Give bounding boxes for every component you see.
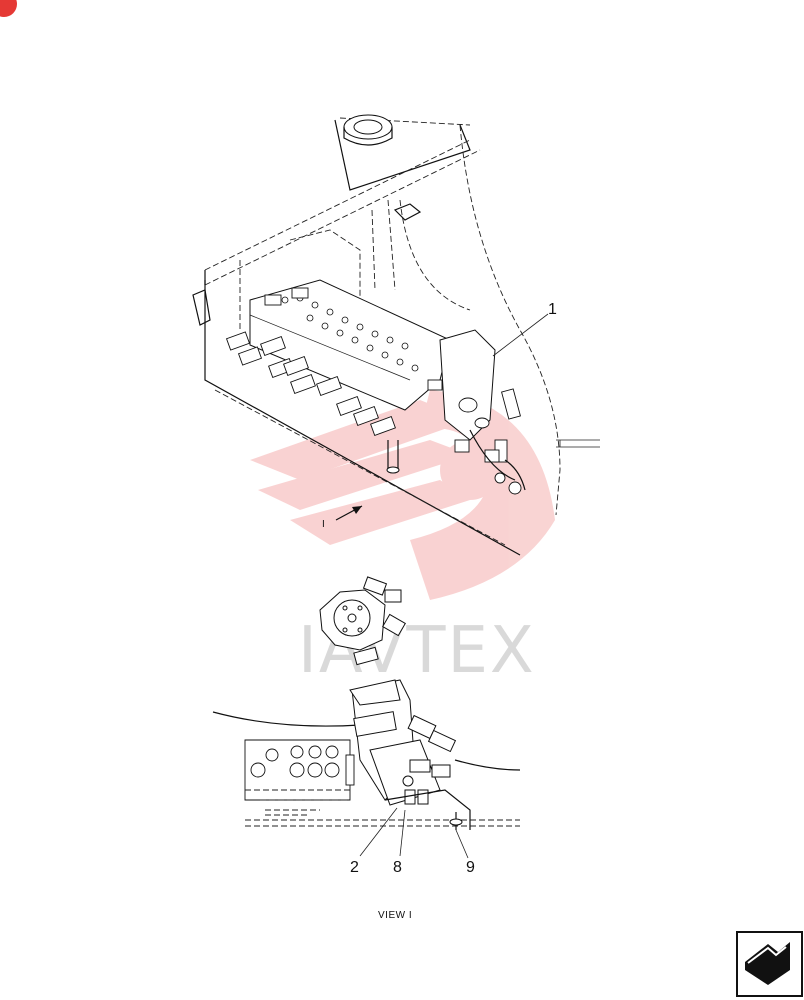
callout-1: 1	[548, 301, 557, 318]
lower-detail-view: 2 8 9	[212, 576, 521, 876]
view-arrow-label: I	[322, 519, 325, 530]
callout-9: 9	[466, 859, 475, 876]
view-caption: VIEW I	[378, 910, 412, 921]
callout-8: 8	[393, 859, 402, 876]
upper-assembly-view: I 1	[192, 114, 600, 556]
callout-2: 2	[350, 859, 359, 876]
red-badge-icon	[0, 0, 17, 17]
watermark-logo	[250, 390, 555, 600]
next-page-arrow-icon[interactable]	[736, 931, 803, 997]
